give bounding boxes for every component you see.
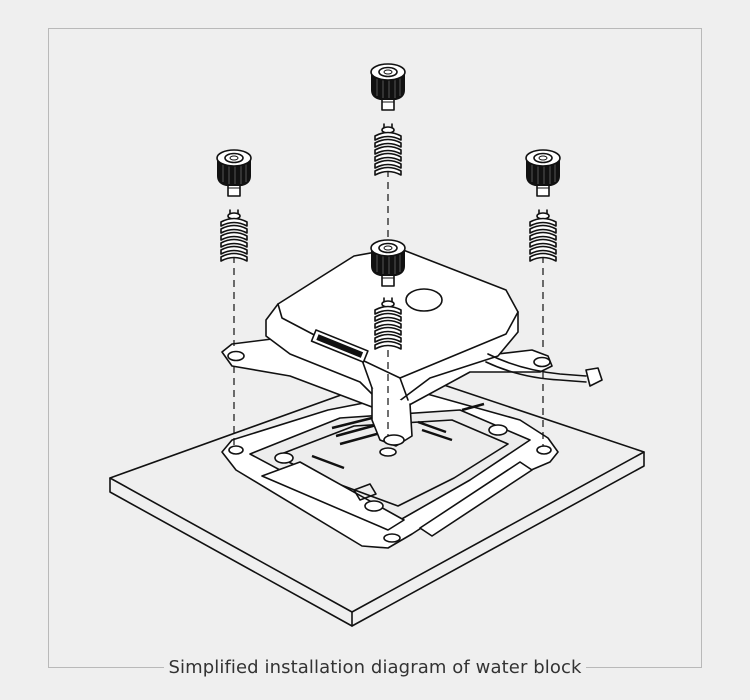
guide-lines (233, 170, 544, 446)
screw-top (370, 63, 406, 176)
screw-right (525, 149, 561, 262)
screw-left (216, 149, 252, 262)
motherboard-plate (109, 371, 645, 627)
diagram-caption: Simplified installation diagram of water… (164, 656, 586, 678)
caption-bar: Simplified installation diagram of water… (0, 652, 750, 682)
cpu-socket (221, 391, 559, 549)
